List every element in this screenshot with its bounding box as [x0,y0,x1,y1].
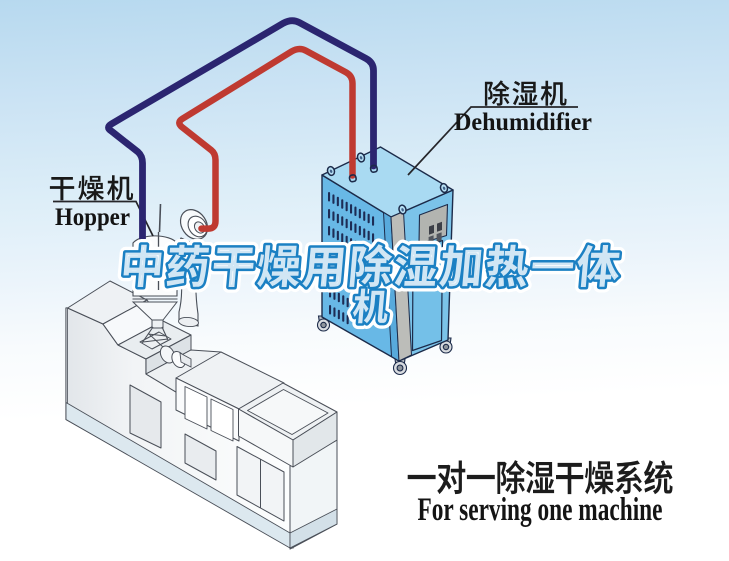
svg-text:Hopper: Hopper [55,204,130,231]
svg-text:For serving one machine: For serving one machine [418,492,663,528]
svg-text:Dehumidifier: Dehumidifier [454,109,592,136]
